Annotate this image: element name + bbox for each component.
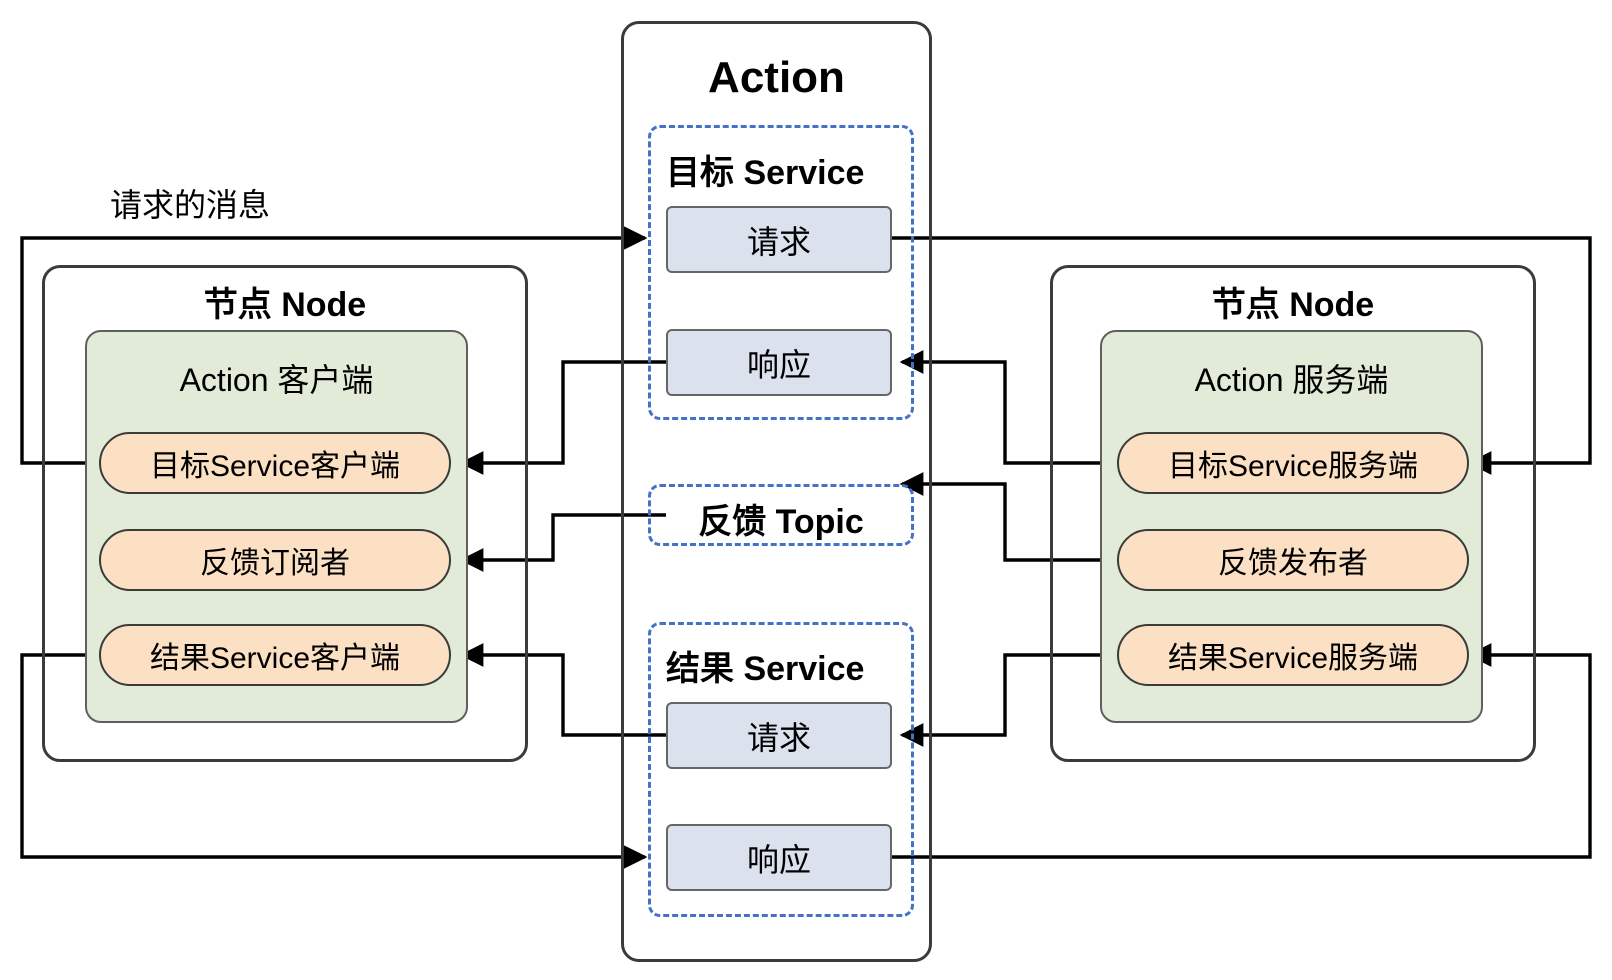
- right-result-service-server[interactable]: 结果Service服务端: [1117, 624, 1469, 686]
- right-feedback-publisher[interactable]: 反馈发布者: [1117, 529, 1469, 591]
- action-title: Action: [708, 53, 845, 102]
- goal-service-request-label: 请求: [746, 223, 811, 260]
- feedback-topic-label: 反馈 Topic: [698, 503, 864, 541]
- result-service-group: [648, 622, 914, 917]
- goal-service-request-box[interactable]: 请求: [666, 206, 892, 273]
- left-feedback-subscriber-label: 反馈订阅者: [200, 547, 350, 580]
- goal-service-response-label: 响应: [746, 346, 811, 383]
- right-result-service-server-label: 结果Service服务端: [1167, 642, 1419, 675]
- left-result-service-client-label: 结果Service客户端: [149, 642, 401, 675]
- result-service-request-label: 请求: [746, 719, 811, 756]
- result-service-label: 结果 Service: [666, 650, 865, 688]
- left-node-title: 节点 Node: [203, 286, 367, 324]
- right-feedback-publisher-label: 反馈发布者: [1218, 547, 1368, 580]
- left-goal-service-client[interactable]: 目标Service客户端: [99, 432, 451, 494]
- action-container: [621, 21, 932, 962]
- left-goal-service-client-label: 目标Service客户端: [149, 450, 401, 483]
- result-service-response-box[interactable]: 响应: [666, 824, 892, 891]
- right-goal-service-server[interactable]: 目标Service服务端: [1117, 432, 1469, 494]
- right-node-container: [1050, 265, 1536, 762]
- goal-service-label: 目标 Service: [666, 154, 865, 192]
- feedback-topic-group[interactable]: [648, 484, 914, 546]
- result-service-response-label: 响应: [746, 841, 811, 878]
- left-feedback-subscriber[interactable]: 反馈订阅者: [99, 529, 451, 591]
- result-service-request-box[interactable]: 请求: [666, 702, 892, 769]
- left-node-container: [42, 265, 528, 762]
- action-client-label: Action 客户端: [179, 362, 374, 398]
- goal-service-group: [648, 125, 914, 420]
- right-goal-service-server-label: 目标Service服务端: [1167, 450, 1419, 483]
- left-result-service-client[interactable]: 结果Service客户端: [99, 624, 451, 686]
- right-node-title: 节点 Node: [1211, 286, 1375, 324]
- action-server-label: Action 服务端: [1194, 362, 1389, 398]
- request-message-note: 请求的消息: [110, 187, 271, 223]
- goal-service-response-box[interactable]: 响应: [666, 329, 892, 396]
